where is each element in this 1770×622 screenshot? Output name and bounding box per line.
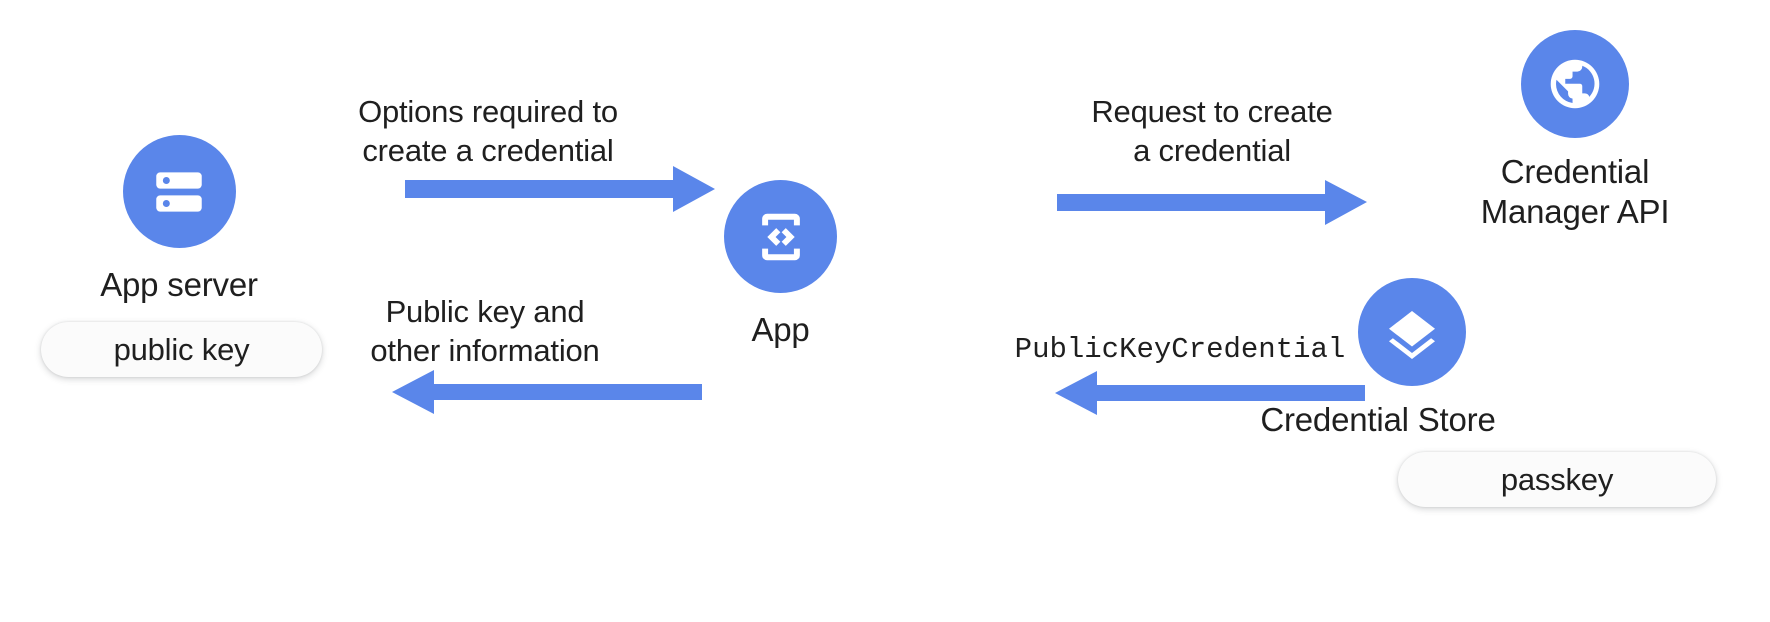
arrow-label-public-key-and-other-information: Public key and other information [370,294,600,368]
node-app-server: App server [48,135,310,305]
arrow-label-request-to-create: Request to create a credential [1091,94,1333,168]
globe-public-icon-circle [1521,30,1629,138]
node-label-credential-manager-api: Credential Manager API [1480,153,1670,230]
public-key-pill: public key [41,322,322,377]
arrow-public-key-and-other-information [392,370,702,414]
passkey-pill-label: passkey [1500,461,1614,497]
node-label-app: App [751,311,810,348]
passkey-pill: passkey [1398,452,1716,507]
arrow-request-to-create [1057,180,1367,225]
arrow-options-required [405,166,715,212]
layers-icon [1389,311,1435,359]
arrow-label-public-key-credential: PublicKeyCredential [1014,333,1346,366]
node-label-credential-store: Credential Store [1260,401,1496,438]
arrow-label-options-required: Options required to create a credential [358,94,618,168]
public-key-pill-label: public key [113,331,250,367]
node-credential-store: Credential Store [1253,278,1503,440]
globe-public-icon [1550,59,1600,109]
layers-icon-circle [1358,278,1466,386]
node-app: App [668,180,893,350]
server-icon [156,171,202,212]
app-code-phone-icon [761,213,800,260]
server-icon-circle [122,135,236,248]
arrow-public-key-credential [1055,371,1365,415]
node-label-app-server: App server [100,266,258,303]
app-code-phone-icon-circle [724,180,837,293]
node-credential-manager-api: Credential Manager API [1430,30,1720,232]
